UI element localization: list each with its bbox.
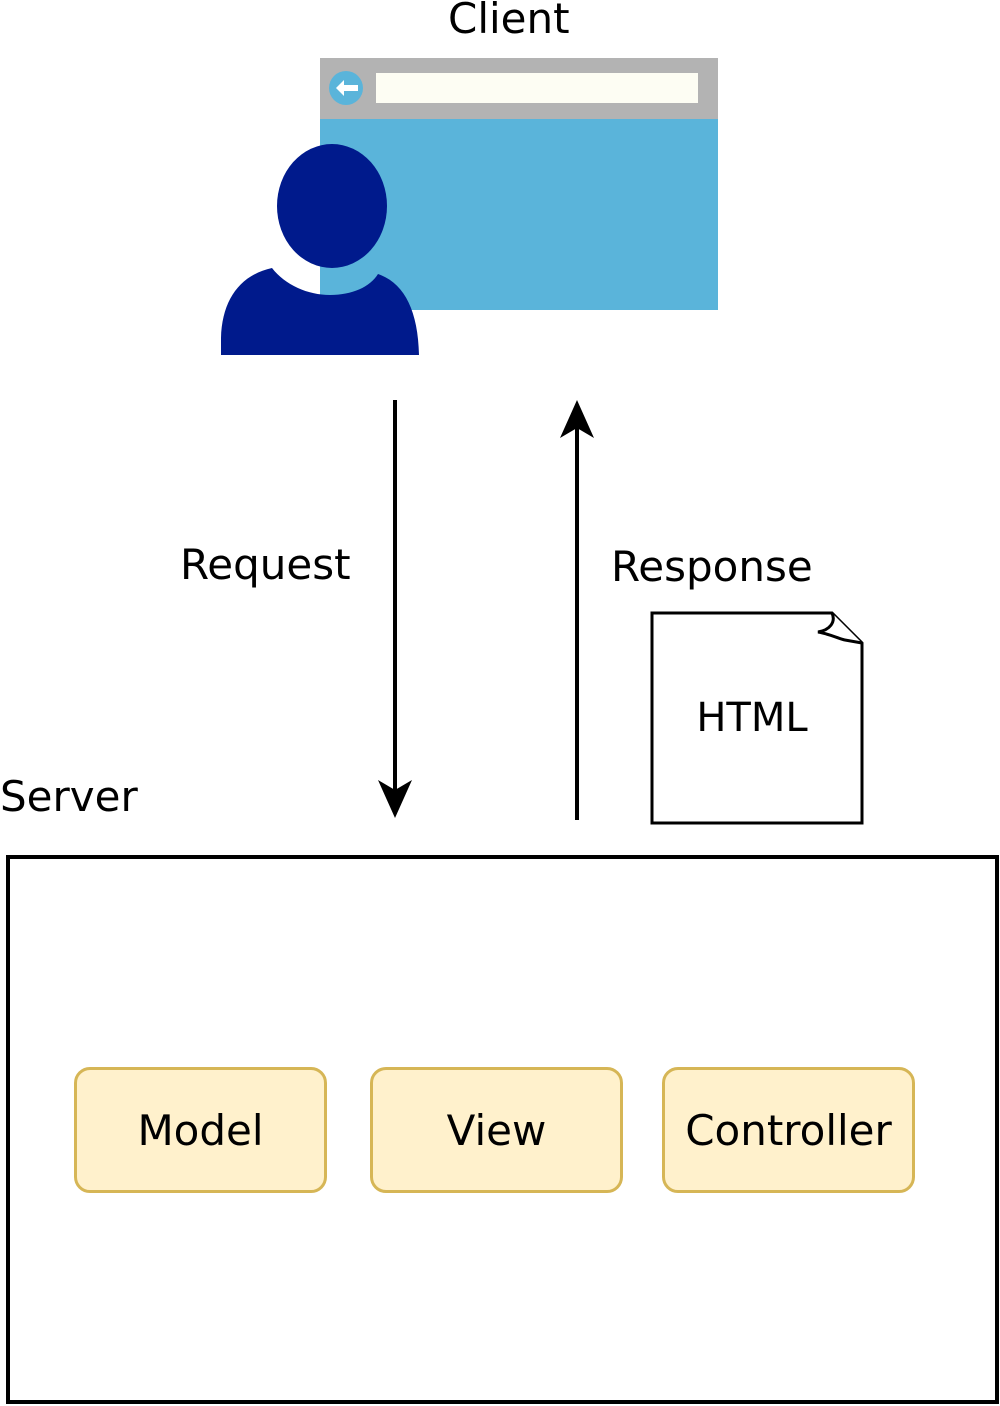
server-container — [6, 855, 999, 1404]
html-document-label: HTML — [696, 695, 808, 741]
server-label: Server — [0, 772, 138, 821]
request-arrow — [378, 400, 412, 818]
browser-window-icon — [320, 58, 718, 310]
controller-component: Controller — [662, 1067, 915, 1193]
response-arrow — [560, 400, 594, 820]
view-component: View — [370, 1067, 623, 1193]
back-arrow-icon — [329, 71, 363, 105]
client-label: Client — [448, 0, 570, 43]
model-component: Model — [74, 1067, 327, 1193]
request-label: Request — [180, 540, 351, 589]
user-icon — [221, 144, 419, 355]
document-icon — [650, 611, 864, 825]
response-label: Response — [611, 542, 813, 591]
